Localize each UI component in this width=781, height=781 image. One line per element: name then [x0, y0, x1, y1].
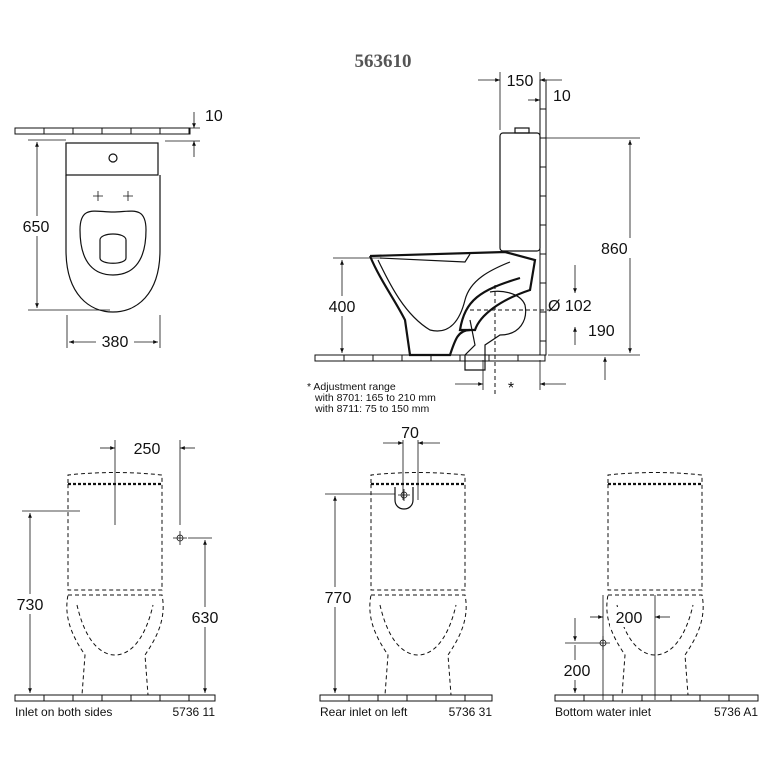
- dim-wall-gap: 10: [205, 108, 223, 125]
- tile: [539, 108, 547, 139]
- tile: [14, 694, 45, 702]
- tile: [377, 694, 408, 702]
- tile: [14, 127, 45, 135]
- dim-tank-depth: 150: [507, 73, 534, 90]
- dim-seat-height: 400: [329, 299, 356, 316]
- code-view-1: 5736 11: [173, 705, 216, 719]
- tile: [188, 127, 191, 135]
- tile: [130, 127, 161, 135]
- dim-inlet-height: 730: [17, 597, 44, 614]
- dim-wall-gap-side: 10: [553, 88, 571, 105]
- dim-outlet-height: 190: [588, 323, 615, 340]
- front-view-3: [554, 472, 759, 702]
- tile: [343, 354, 374, 362]
- tile: [539, 282, 547, 313]
- tile: [539, 195, 547, 226]
- tile: [348, 694, 379, 702]
- front-view-2: [319, 472, 493, 702]
- tile: [435, 694, 466, 702]
- caption-view-1: Inlet on both sides: [15, 705, 112, 719]
- top-view: 650 380 10: [14, 108, 223, 351]
- tile: [699, 694, 730, 702]
- tile: [539, 166, 547, 197]
- footnote: * Adjustment range with 8701: 165 to 210…: [307, 381, 436, 415]
- caption-view-3: Bottom water inlet: [555, 705, 652, 719]
- dim-bottom-inlet-height: 200: [564, 663, 591, 680]
- dim-bottom-inlet-offset: 200: [616, 610, 643, 627]
- tile: [539, 137, 547, 168]
- tile: [583, 694, 614, 702]
- footnote-line: * Adjustment range: [307, 381, 396, 393]
- drawing-title: 563610: [355, 51, 412, 72]
- dim-length: 650: [23, 219, 50, 236]
- front-view-1: [14, 472, 216, 702]
- front-view-captions: Inlet on both sides 5736 11 Rear inlet o…: [15, 705, 758, 719]
- tile: [188, 694, 216, 702]
- tile: [43, 694, 74, 702]
- bowl-outline: [65, 175, 161, 313]
- tile: [539, 79, 547, 110]
- tile: [554, 694, 585, 702]
- tile: [406, 694, 437, 702]
- seat-opening: [79, 210, 147, 276]
- tile: [319, 694, 350, 702]
- tile: [43, 127, 74, 135]
- tile: [670, 694, 701, 702]
- tile: [159, 127, 190, 135]
- tile: [314, 354, 345, 362]
- tile: [612, 694, 643, 702]
- tile: [72, 127, 103, 135]
- tile: [464, 694, 493, 702]
- wall-tiles-top: [14, 127, 191, 135]
- tile: [72, 694, 103, 702]
- dim-outlet-diameter: Ø 102: [548, 298, 592, 315]
- dim-total-height: 860: [601, 241, 628, 258]
- side-view: 150 10 860 400 Ø 102 190 *: [314, 72, 648, 397]
- tile: [641, 694, 672, 702]
- tile: [488, 354, 519, 362]
- cistern: [499, 132, 541, 252]
- front-view-2-dims: 70 770: [317, 425, 440, 693]
- tile: [728, 694, 759, 702]
- footnote-line: with 8701: 165 to 210 mm: [314, 392, 436, 404]
- front-view-1-dims: 250 730 630: [12, 440, 224, 693]
- tile: [539, 311, 547, 342]
- adjustment-asterisk: *: [508, 380, 514, 397]
- tile: [130, 694, 161, 702]
- tile: [539, 340, 547, 356]
- tile: [101, 127, 132, 135]
- tank-outline: [65, 142, 159, 176]
- caption-view-2: Rear inlet on left: [320, 705, 408, 719]
- tile: [159, 694, 190, 702]
- dim-side-inlet-height: 630: [192, 610, 219, 627]
- tile: [517, 354, 546, 362]
- dim-rear-inlet-height: 770: [325, 590, 352, 607]
- code-view-3: 5736 A1: [714, 705, 758, 719]
- tile: [372, 354, 403, 362]
- dim-inlet-spacing: 250: [134, 441, 161, 458]
- tile: [539, 224, 547, 255]
- dim-width: 380: [102, 334, 129, 351]
- footnote-line: with 8711: 75 to 150 mm: [314, 403, 429, 415]
- tile: [539, 253, 547, 284]
- code-view-2: 5736 31: [449, 705, 493, 719]
- tile: [101, 694, 132, 702]
- dim-rear-inlet-offset: 70: [401, 425, 419, 442]
- front-view-3-dims: 200 200: [558, 595, 670, 700]
